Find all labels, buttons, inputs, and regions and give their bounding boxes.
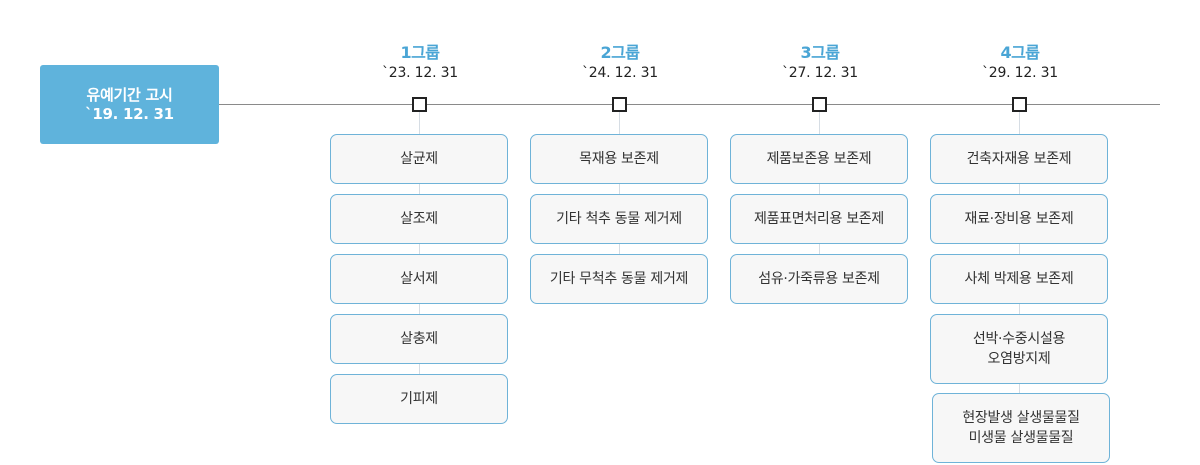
product-type-label: 섬유·가죽류용 보존제 [758,269,880,289]
group-deadline-date: `27. 12. 31 [781,65,859,81]
product-type-text: 제품표면처리용 보존제 [754,211,884,227]
product-type-box: 재료·장비용 보존제 [930,194,1108,244]
product-type-box: 기피제 [330,374,508,424]
product-type-label: 기타 무척추 동물 제거제 [549,269,689,289]
group-title: 1그룹 [400,43,440,62]
product-type-box: 살충제 [330,314,508,364]
product-type-text: 오염방지제 [987,351,1051,367]
product-type-text: 섬유·가죽류용 보존제 [758,271,880,287]
timeline-marker [412,97,427,112]
product-type-text: 기타 무척추 동물 제거제 [549,271,689,287]
product-type-box: 기타 무척추 동물 제거제 [530,254,708,304]
group-connector-line [1019,111,1020,393]
timeline-marker [812,97,827,112]
product-type-box: 살서제 [330,254,508,304]
product-type-label: 제품보존용 보존제 [767,149,872,169]
product-type-label: 기타 척추 동물 제거제 [556,209,682,229]
product-type-text: 현장발생 살생물물질 [962,410,1080,426]
product-type-text: 건축자재용 보존제 [966,151,1072,167]
product-type-text: 기피제 [400,391,438,407]
product-type-label: 재료·장비용 보존제 [965,209,1074,229]
timeline-axis [219,104,1160,105]
timeline-marker [1012,97,1027,112]
product-type-text: 목재용 보존제 [579,151,659,167]
product-type-text: 살조제 [400,211,438,227]
start-date: `19. 12. 31 [85,104,174,123]
product-type-label: 목재용 보존제 [579,149,659,169]
product-type-label: 기피제 [400,389,438,409]
product-type-text: 재료·장비용 보존제 [964,211,1074,227]
product-type-box: 제품표면처리용 보존제 [730,194,908,244]
product-type-label: 건축자재용 보존제 [967,149,1072,169]
product-type-box: 기타 척추 동물 제거제 [530,194,708,244]
group-title: 2그룹 [600,43,640,62]
product-type-text: 제품보존용 보존제 [766,151,872,167]
group-title: 3그룹 [800,43,840,62]
product-type-label: 사체 박제용 보존제 [965,269,1074,289]
product-type-label: 살균제 [400,149,438,169]
group-deadline-date: `29. 12. 31 [981,65,1059,81]
product-type-text: 선박·수중시설용 [972,331,1066,347]
product-type-box: 제품보존용 보존제 [730,134,908,184]
product-type-box: 섬유·가죽류용 보존제 [730,254,908,304]
product-type-text: 살충제 [400,331,438,347]
product-type-label: 살서제 [400,269,438,289]
group-deadline-date: `24. 12. 31 [581,65,659,81]
start-announcement-box: 유예기간 고시 `19. 12. 31 [40,65,219,144]
product-type-text: 기타 척추 동물 제거제 [556,211,682,227]
product-type-box: 사체 박제용 보존제 [930,254,1108,304]
product-type-box: 건축자재용 보존제 [930,134,1108,184]
product-type-box: 살균제 [330,134,508,184]
product-type-text: 살서제 [400,271,438,287]
timeline-marker [612,97,627,112]
product-type-label: 제품표면처리용 보존제 [754,209,884,229]
group-deadline-date: `23. 12. 31 [381,65,459,81]
product-type-label: 살충제 [400,329,438,349]
group-title: 4그룹 [1000,43,1040,62]
product-type-text: 살균제 [400,151,438,167]
product-type-box: 목재용 보존제 [530,134,708,184]
product-type-text: 미생물 살생물물질 [968,430,1074,446]
product-type-label: 살조제 [400,209,438,229]
start-title: 유예기간 고시 [86,85,173,104]
product-type-box: 살조제 [330,194,508,244]
product-type-text: 사체 박제용 보존제 [964,271,1074,287]
